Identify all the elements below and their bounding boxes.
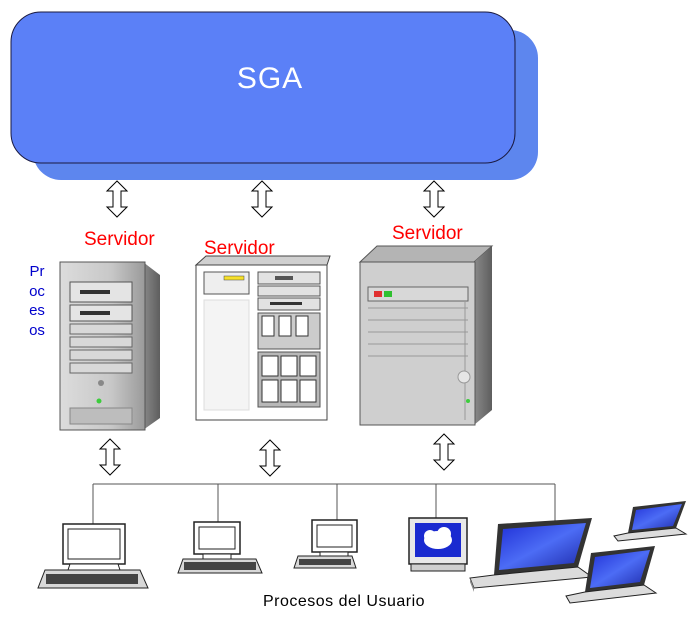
double-arrow-icon bbox=[250, 180, 274, 218]
laptop-icon bbox=[565, 546, 658, 604]
diagram-caption: Procesos del Usuario bbox=[262, 593, 426, 610]
double-arrow-icon bbox=[98, 438, 122, 476]
double-arrow-icon bbox=[422, 180, 446, 218]
sga-title: SGA bbox=[236, 62, 304, 95]
tower-server-icon bbox=[59, 261, 160, 431]
double-arrow-icon bbox=[432, 433, 456, 471]
cloud-computer-icon bbox=[408, 517, 468, 572]
rack-server-icon bbox=[194, 255, 331, 421]
desktop-computer-icon bbox=[293, 519, 358, 569]
laptop-icon bbox=[469, 518, 594, 592]
cabinet-server-icon bbox=[358, 245, 494, 426]
network-bus bbox=[92, 483, 556, 524]
laptop-icon bbox=[613, 501, 688, 542]
side-label-processes: Procesos bbox=[29, 263, 45, 339]
server-label: Servidor bbox=[392, 223, 463, 244]
double-arrow-icon bbox=[105, 180, 129, 218]
desktop-computer-icon bbox=[177, 521, 263, 574]
server-label: Servidor bbox=[84, 229, 155, 250]
desktop-computer-icon bbox=[37, 523, 149, 589]
double-arrow-icon bbox=[258, 439, 282, 477]
server-label: Servidor bbox=[204, 238, 275, 259]
sga-box bbox=[10, 11, 538, 180]
